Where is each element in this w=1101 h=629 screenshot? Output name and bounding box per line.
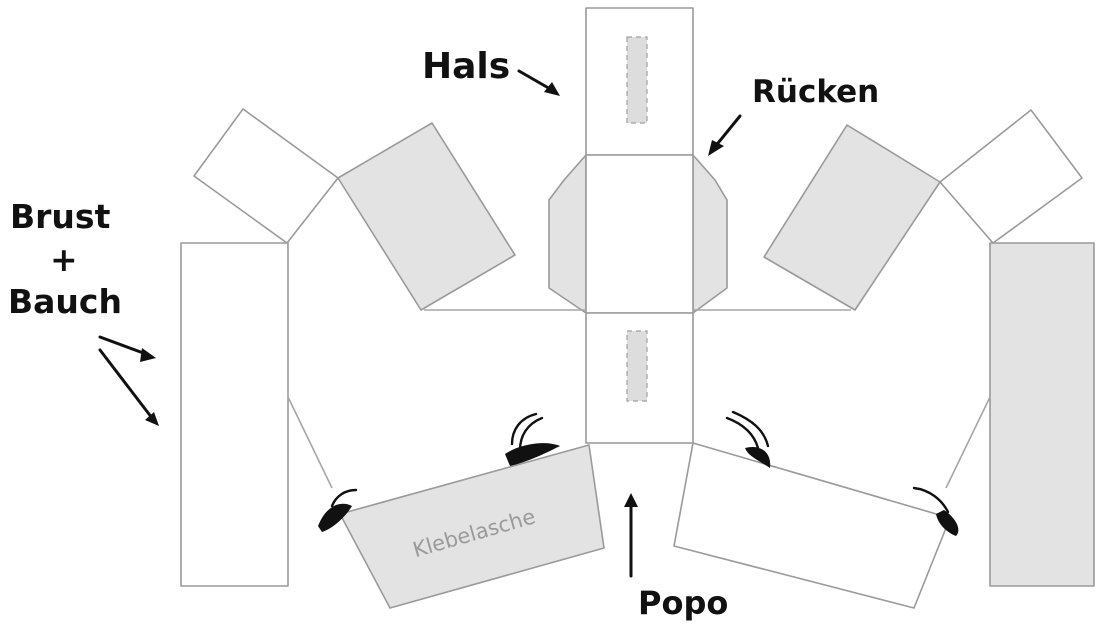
flamingo-head-icon [318,488,358,532]
right-wing-large [763,124,941,311]
right-wing-small [939,109,1083,244]
flamingo-head-icon [912,486,959,536]
left-wing-large [337,122,516,311]
flamingo-head-icon [505,412,560,466]
right-glue-tab [673,442,951,609]
left-wing-small [193,108,339,244]
back-panel [548,154,728,314]
ruecken-label: Rücken [752,74,879,110]
brust-label: Brust [10,197,111,236]
popo-label: Popo [638,584,728,622]
back-right-flap [692,154,728,314]
flamingo-head-icon [725,410,771,468]
arrow-icon [98,348,159,426]
neck-panel [585,7,694,156]
rear-slot [626,330,648,402]
bauch-label: Bauch [8,282,122,321]
hals-label: Hals [422,46,510,87]
left-glue-tab: Klebelasche [339,444,605,609]
arrow-icon [98,335,156,362]
neck-slot [626,36,648,124]
right-body-panel [989,242,1095,587]
plus-label: + [50,240,78,279]
arrow-icon [517,69,560,96]
back-left-flap [548,154,587,314]
left-body-panel [180,242,289,587]
arrow-icon [708,114,742,156]
arrow-icon [624,493,638,578]
rear-panel [585,312,694,444]
